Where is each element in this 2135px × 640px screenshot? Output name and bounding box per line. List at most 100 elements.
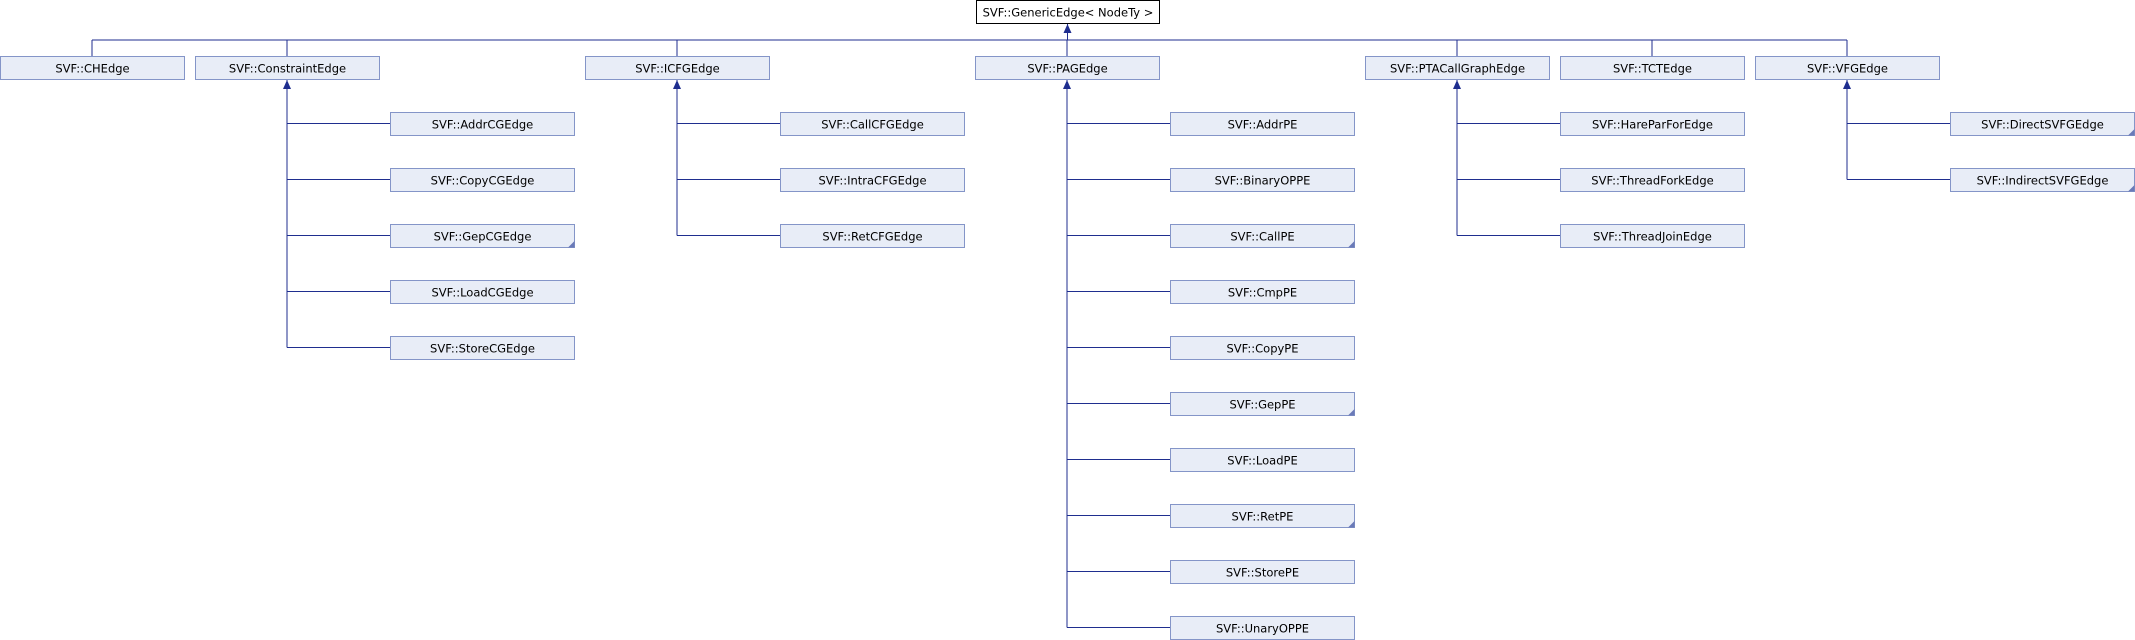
class-node-geppe-box bbox=[1170, 392, 1355, 416]
class-node-threadfork-label: SVF::ThreadForkEdge bbox=[1591, 174, 1713, 188]
class-node-intracfg-box bbox=[780, 168, 965, 192]
class-node-intracfg-label: SVF::IntraCFGEdge bbox=[818, 174, 926, 188]
root-node-genericedge[interactable]: SVF::GenericEdge< NodeTy > bbox=[976, 0, 1160, 24]
class-node-threadjoin[interactable]: SVF::ThreadJoinEdge bbox=[1560, 224, 1745, 248]
class-node-directsvfg[interactable]: SVF::DirectSVFGEdge bbox=[1950, 112, 2135, 136]
class-node-hareparfor[interactable]: SVF::HareParForEdge bbox=[1560, 112, 1745, 136]
class-node-hareparfor-label: SVF::HareParForEdge bbox=[1592, 118, 1713, 132]
pag-arrowhead bbox=[1063, 80, 1071, 89]
class-node-icfg[interactable]: SVF::ICFGEdge bbox=[585, 56, 770, 80]
inheritance-edges bbox=[91, 24, 1950, 628]
class-node-gepcg-subclass-marker bbox=[568, 241, 575, 248]
class-node-pag-label: SVF::PAGEdge bbox=[1027, 62, 1107, 76]
class-node-loadcg-label: SVF::LoadCGEdge bbox=[431, 286, 533, 300]
class-node-copype[interactable]: SVF::CopyPE bbox=[1170, 336, 1355, 360]
class-node-hareparfor-box bbox=[1560, 112, 1745, 136]
class-node-callcfg-label: SVF::CallCFGEdge bbox=[821, 118, 924, 132]
class-node-threadjoin-label: SVF::ThreadJoinEdge bbox=[1593, 230, 1712, 244]
class-node-retpe-subclass-marker bbox=[1348, 521, 1355, 528]
class-node-pag[interactable]: SVF::PAGEdge bbox=[975, 56, 1160, 80]
class-node-directsvfg-subclass-marker bbox=[2128, 129, 2135, 136]
class-node-loadpe-box bbox=[1170, 448, 1355, 472]
class-node-tct[interactable]: SVF::TCTEdge bbox=[1560, 56, 1745, 80]
class-node-directsvfg-label: SVF::DirectSVFGEdge bbox=[1981, 118, 2104, 132]
class-node-ptacallgraph[interactable]: SVF::PTACallGraphEdge bbox=[1365, 56, 1550, 80]
class-node-gepcg-label: SVF::GepCGEdge bbox=[434, 230, 532, 244]
class-node-addrcg-label: SVF::AddrCGEdge bbox=[432, 118, 534, 132]
class-node-cmppe[interactable]: SVF::CmpPE bbox=[1170, 280, 1355, 304]
class-node-copycg-box bbox=[390, 168, 575, 192]
class-node-threadfork[interactable]: SVF::ThreadForkEdge bbox=[1560, 168, 1745, 192]
class-node-intracfg[interactable]: SVF::IntraCFGEdge bbox=[780, 168, 965, 192]
class-node-gepcg[interactable]: SVF::GepCGEdge bbox=[390, 224, 575, 248]
class-node-callcfg-box bbox=[780, 112, 965, 136]
class-node-callpe-label: SVF::CallPE bbox=[1230, 230, 1294, 244]
class-node-copycg[interactable]: SVF::CopyCGEdge bbox=[390, 168, 575, 192]
class-node-ptacallgraph-label: SVF::PTACallGraphEdge bbox=[1390, 62, 1525, 76]
class-node-chedge-box bbox=[0, 56, 185, 80]
class-node-cmppe-box bbox=[1170, 280, 1355, 304]
class-node-vfg-box bbox=[1755, 56, 1940, 80]
class-node-gepcg-box bbox=[390, 224, 575, 248]
class-node-chedge-label: SVF::CHEdge bbox=[55, 62, 129, 76]
class-node-loadcg-box bbox=[390, 280, 575, 304]
class-node-binaryoppe[interactable]: SVF::BinaryOPPE bbox=[1170, 168, 1355, 192]
class-node-binaryoppe-box bbox=[1170, 168, 1355, 192]
class-node-ptacallgraph-box bbox=[1365, 56, 1550, 80]
class-node-indirectsvfg-subclass-marker bbox=[2128, 185, 2135, 192]
class-node-pag-box bbox=[975, 56, 1160, 80]
class-node-copype-box bbox=[1170, 336, 1355, 360]
constraint-arrowhead bbox=[283, 80, 291, 89]
class-node-indirectsvfg[interactable]: SVF::IndirectSVFGEdge bbox=[1950, 168, 2135, 192]
class-node-addrpe[interactable]: SVF::AddrPE bbox=[1170, 112, 1355, 136]
class-node-geppe[interactable]: SVF::GepPE bbox=[1170, 392, 1355, 416]
class-node-chedge[interactable]: SVF::CHEdge bbox=[0, 56, 185, 80]
class-node-vfg[interactable]: SVF::VFGEdge bbox=[1755, 56, 1940, 80]
root-node-genericedge-box bbox=[976, 0, 1160, 24]
class-node-vfg-label: SVF::VFGEdge bbox=[1807, 62, 1888, 76]
class-node-threadjoin-box bbox=[1560, 224, 1745, 248]
class-node-loadpe[interactable]: SVF::LoadPE bbox=[1170, 448, 1355, 472]
class-node-loadcg[interactable]: SVF::LoadCGEdge bbox=[390, 280, 575, 304]
class-node-storepe-box bbox=[1170, 560, 1355, 584]
class-node-loadpe-label: SVF::LoadPE bbox=[1227, 454, 1297, 468]
class-node-retcfg-box bbox=[780, 224, 965, 248]
class-node-copycg-label: SVF::CopyCGEdge bbox=[431, 174, 535, 188]
class-node-geppe-subclass-marker bbox=[1348, 409, 1355, 416]
root-node-genericedge-label: SVF::GenericEdge< NodeTy > bbox=[983, 6, 1154, 20]
icfg-arrowhead bbox=[673, 80, 681, 89]
class-node-storecg[interactable]: SVF::StoreCGEdge bbox=[390, 336, 575, 360]
class-node-retpe-label: SVF::RetPE bbox=[1232, 510, 1294, 524]
class-node-retcfg-label: SVF::RetCFGEdge bbox=[822, 230, 922, 244]
class-node-addrpe-box bbox=[1170, 112, 1355, 136]
class-node-unaryoppe[interactable]: SVF::UnaryOPPE bbox=[1170, 616, 1355, 640]
class-node-binaryoppe-label: SVF::BinaryOPPE bbox=[1215, 174, 1311, 188]
class-node-constraint-box bbox=[195, 56, 380, 80]
class-node-storecg-label: SVF::StoreCGEdge bbox=[430, 342, 535, 356]
class-node-addrcg[interactable]: SVF::AddrCGEdge bbox=[390, 112, 575, 136]
class-node-threadfork-box bbox=[1560, 168, 1745, 192]
class-node-callpe[interactable]: SVF::CallPE bbox=[1170, 224, 1355, 248]
class-node-retpe[interactable]: SVF::RetPE bbox=[1170, 504, 1355, 528]
class-node-indirectsvfg-label: SVF::IndirectSVFGEdge bbox=[1977, 174, 2109, 188]
class-node-storecg-box bbox=[390, 336, 575, 360]
class-node-callcfg[interactable]: SVF::CallCFGEdge bbox=[780, 112, 965, 136]
class-node-addrpe-label: SVF::AddrPE bbox=[1228, 118, 1298, 132]
class-node-tct-box bbox=[1560, 56, 1745, 80]
root-arrowhead bbox=[1063, 24, 1072, 33]
class-node-storepe[interactable]: SVF::StorePE bbox=[1170, 560, 1355, 584]
ptacallgraph-arrowhead bbox=[1453, 80, 1461, 89]
class-node-constraint-label: SVF::ConstraintEdge bbox=[229, 62, 346, 76]
class-node-retpe-box bbox=[1170, 504, 1355, 528]
class-node-callpe-subclass-marker bbox=[1348, 241, 1355, 248]
class-node-addrcg-box bbox=[390, 112, 575, 136]
class-node-storepe-label: SVF::StorePE bbox=[1226, 566, 1299, 580]
class-node-constraint[interactable]: SVF::ConstraintEdge bbox=[195, 56, 380, 80]
class-node-callpe-box bbox=[1170, 224, 1355, 248]
class-node-retcfg[interactable]: SVF::RetCFGEdge bbox=[780, 224, 965, 248]
class-node-copype-label: SVF::CopyPE bbox=[1226, 342, 1298, 356]
class-node-geppe-label: SVF::GepPE bbox=[1229, 398, 1295, 412]
class-node-tct-label: SVF::TCTEdge bbox=[1613, 62, 1692, 76]
vfg-arrowhead bbox=[1843, 80, 1851, 89]
